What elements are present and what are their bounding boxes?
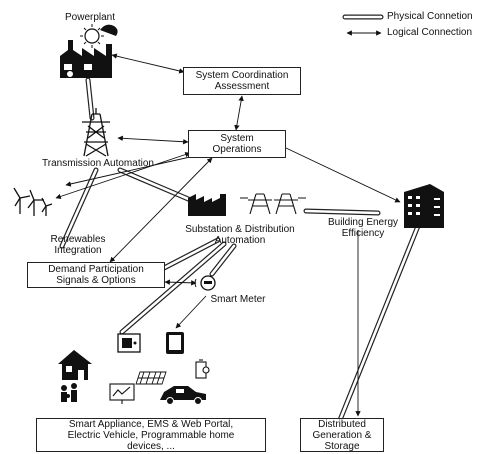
legend-physical-label: Physical Connetion — [387, 11, 473, 22]
demand-participation-box[interactable]: Demand Participation Signals & Options — [27, 262, 165, 288]
demand-line-2: Signals & Options — [56, 275, 136, 286]
arrow-demand-meter — [164, 279, 197, 286]
substation-line-2: Automation — [214, 235, 266, 246]
distributed-line-2: Generation & — [312, 429, 372, 441]
logical-connections — [55, 30, 401, 417]
system-operations-box[interactable]: System Operations — [188, 130, 286, 158]
family-icon — [61, 383, 77, 402]
renewables-label: Renewables Integration — [38, 234, 118, 256]
system-coordination-line-2: Assessment — [214, 81, 270, 92]
chart-icon — [109, 383, 135, 404]
building-line-1: Building Energy — [327, 217, 399, 228]
building-line-2: Efficiency — [341, 228, 385, 239]
distributed-generation-box[interactable]: Distributed Generation & Storage — [300, 418, 384, 452]
building-icon — [404, 184, 444, 228]
smart-meter-label: Smart Meter — [210, 294, 266, 305]
system-coordination-line-1: System Coordination — [195, 70, 289, 81]
smart-appliance-box[interactable]: Smart Appliance, EMS & Web Portal, Elect… — [36, 418, 266, 452]
substation-label: Substation & Distribution Automation — [172, 224, 308, 246]
legend-logical-label: Logical Connection — [387, 27, 473, 38]
renewables-line-1: Renewables — [50, 234, 106, 245]
arrow-transmission-operations — [117, 135, 189, 145]
solar-panel-icon — [135, 371, 167, 385]
factory-icon — [60, 24, 118, 78]
house-icon — [58, 350, 92, 380]
physical-substation-meter — [209, 243, 237, 277]
transmission-label: Transmission Automation — [42, 158, 154, 169]
meter-icon — [194, 275, 216, 291]
demand-line-1: Demand Participation — [48, 264, 144, 275]
renewables-line-2: Integration — [54, 245, 102, 256]
wind-turbine-icon — [13, 187, 53, 216]
distributed-line-1: Distributed — [318, 418, 366, 430]
arrow-powerplant-coordination — [111, 53, 185, 74]
arrow-coordination-operations — [234, 95, 244, 131]
thermostat-icon — [117, 333, 141, 353]
arrow-operations-building — [285, 147, 401, 203]
substation-icon — [188, 193, 306, 216]
powerplant-label: Powerplant — [64, 12, 116, 23]
car-icon — [160, 386, 206, 405]
battery-icon — [195, 359, 210, 379]
system-operations-line-1: System — [220, 133, 254, 144]
distributed-line-3: Storage — [324, 440, 360, 452]
system-operations-line-2: Operations — [212, 144, 262, 155]
transmission-tower-icon — [82, 108, 110, 157]
substation-line-1: Substation & Distribution — [185, 224, 295, 235]
system-coordination-box[interactable]: System Coordination Assessment — [183, 67, 301, 95]
arrow-operations-demand — [109, 157, 213, 263]
arrow-meter-devices — [175, 295, 207, 329]
smart-appliance-line-3: devices, ... — [127, 440, 175, 452]
physical-substation-building — [303, 208, 381, 216]
tablet-icon — [166, 332, 184, 354]
physical-powerplant-transmission — [85, 77, 95, 121]
physical-building-storage — [337, 223, 421, 423]
building-label: Building Energy Efficiency — [318, 217, 408, 239]
smart-appliance-line-1: Smart Appliance, EMS & Web Portal, — [68, 418, 234, 430]
smart-appliance-line-2: Electric Vehicle, Programmable home — [67, 429, 235, 441]
